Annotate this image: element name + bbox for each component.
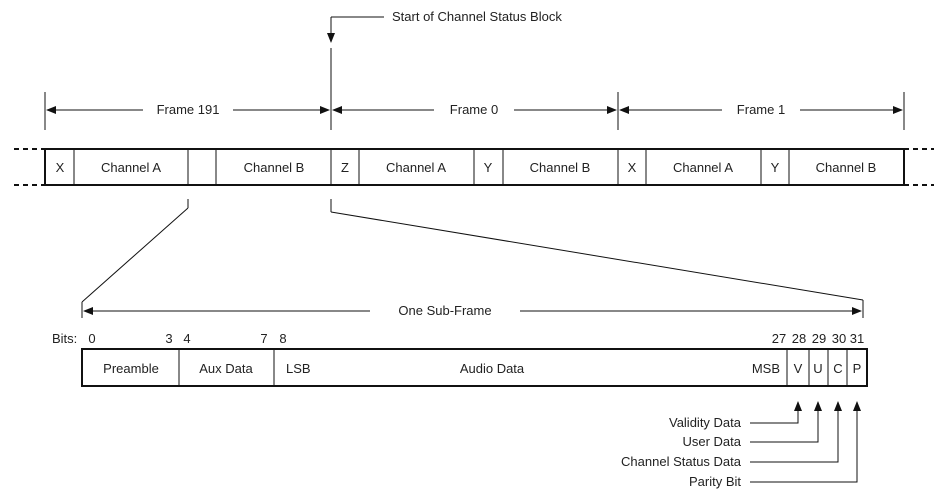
bit-number: 29 [812, 331, 826, 346]
stream-cell: Channel A [386, 160, 446, 175]
subframe-cell-c: C [833, 361, 842, 376]
stream-cell: Channel A [673, 160, 733, 175]
frame-1-label: Frame 1 [737, 102, 785, 117]
channel-status-data-label: Channel Status Data [621, 454, 742, 469]
subframe-cell-u: U [813, 361, 822, 376]
bit-number: 8 [279, 331, 286, 346]
stream-continuation-dashes [14, 148, 934, 186]
subframe-cell-p: P [853, 361, 862, 376]
channel-status-start-label: Start of Channel Status Block [392, 9, 562, 24]
bit-numbers: Bits: 0 3 4 7 8 27 28 29 30 31 [52, 331, 864, 346]
bit-number: 31 [850, 331, 864, 346]
stream-cell: Channel B [816, 160, 877, 175]
bit-number: 28 [792, 331, 806, 346]
stream-cell: Z [341, 160, 349, 175]
bits-label: Bits: [52, 331, 77, 346]
subframe-stream: X Channel A Channel B Z Channel A Y Chan… [44, 148, 905, 186]
bit-callouts: Validity Data User Data Channel Status D… [621, 401, 861, 489]
stream-cell: X [56, 160, 65, 175]
user-data-label: User Data [682, 434, 741, 449]
subframe-cell-msb: MSB [752, 361, 780, 376]
frame-boundaries [44, 48, 905, 130]
stream-cell: Channel B [530, 160, 591, 175]
stream-cell: Channel B [244, 160, 305, 175]
stream-cell: X [628, 160, 637, 175]
subframe-box: Preamble Aux Data LSB Audio Data MSB V U… [81, 348, 868, 387]
subframe-cell-v: V [794, 361, 803, 376]
subframe-cell-audio-data: Audio Data [460, 361, 525, 376]
bit-number: 0 [88, 331, 95, 346]
stream-cell: Channel A [101, 160, 161, 175]
frame-1-span: Frame 1 [619, 102, 903, 117]
bit-number: 27 [772, 331, 786, 346]
stream-cell: Y [484, 160, 493, 175]
zoom-lines [81, 199, 864, 303]
subframe-cell-aux-data: Aux Data [199, 361, 253, 376]
stream-cell: Y [771, 160, 780, 175]
one-subframe-span: One Sub-Frame [81, 300, 864, 318]
frame-0-span: Frame 0 [332, 102, 617, 117]
bit-number: 7 [260, 331, 267, 346]
frame-191-span: Frame 191 [46, 102, 330, 117]
parity-bit-label: Parity Bit [689, 474, 741, 489]
bit-number: 3 [165, 331, 172, 346]
frame-191-label: Frame 191 [157, 102, 220, 117]
validity-data-label: Validity Data [669, 415, 742, 430]
subframe-cell-preamble: Preamble [103, 361, 159, 376]
bit-number: 30 [832, 331, 846, 346]
bit-number: 4 [183, 331, 190, 346]
frame-0-label: Frame 0 [450, 102, 498, 117]
channel-status-start-callout: Start of Channel Status Block [327, 9, 562, 43]
subframe-cell-lsb: LSB [286, 361, 311, 376]
one-subframe-label: One Sub-Frame [398, 303, 491, 318]
